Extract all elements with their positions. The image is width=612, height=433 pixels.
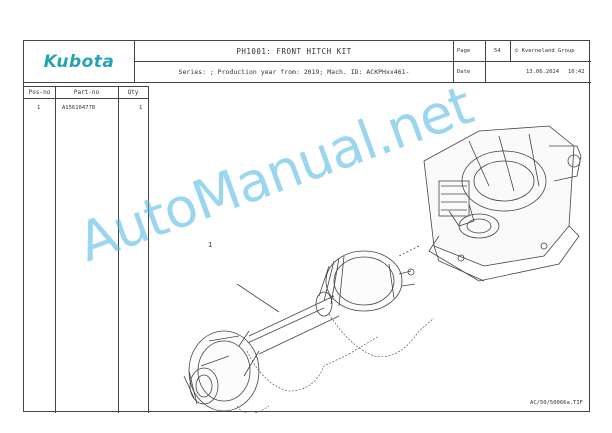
callout-leader <box>236 283 280 313</box>
date-label: Date <box>457 69 471 75</box>
col-divider-3 <box>148 86 149 413</box>
copyright-text: © Kverneland Group <box>510 41 575 62</box>
callout-number[interactable]: 1 <box>208 241 213 249</box>
row-qty: 1 <box>139 105 143 111</box>
page-title: PH1001: FRONT HITCH KIT <box>135 41 454 62</box>
col-part-header: Part-no <box>55 86 118 99</box>
logo-cell: Kubota <box>24 41 135 83</box>
kubota-logo: Kubota <box>43 51 115 72</box>
drawing-reference: AC/50/50066a.TIF <box>530 400 583 406</box>
parts-sheet: Kubota PH1001: FRONT HITCH KIT Series: ;… <box>23 40 591 413</box>
page-label-cell: Page <box>454 41 486 62</box>
col-divider-1 <box>55 86 56 413</box>
date-value: 13.06.2024 <box>526 69 560 75</box>
col-divider-2 <box>118 86 119 413</box>
gearbox-drawing <box>398 125 582 282</box>
time-value: 10:42 <box>568 69 585 75</box>
table-top-rule <box>24 86 148 87</box>
date-value-cell: 13.06.2024 10:42 <box>486 62 591 83</box>
exploded-drawing <box>183 125 582 413</box>
safety-chains-drawing <box>236 313 435 413</box>
table-left-edge <box>24 86 25 413</box>
page-label: Page <box>457 48 471 54</box>
col-pos-header: Pos-no <box>24 86 55 99</box>
row-pos: 1 <box>37 105 41 111</box>
row-part[interactable]: A156104778 <box>62 105 96 111</box>
series-info: Series: ; Production year from: 2019; Ma… <box>135 62 454 83</box>
pto-shaft-drawing <box>183 250 416 412</box>
page-number-cell: 54 © Kverneland Group <box>486 41 591 62</box>
col-qty-header: Qty <box>118 86 148 99</box>
date-label-cell: Date <box>454 62 486 83</box>
page-number: 54 <box>494 48 501 54</box>
